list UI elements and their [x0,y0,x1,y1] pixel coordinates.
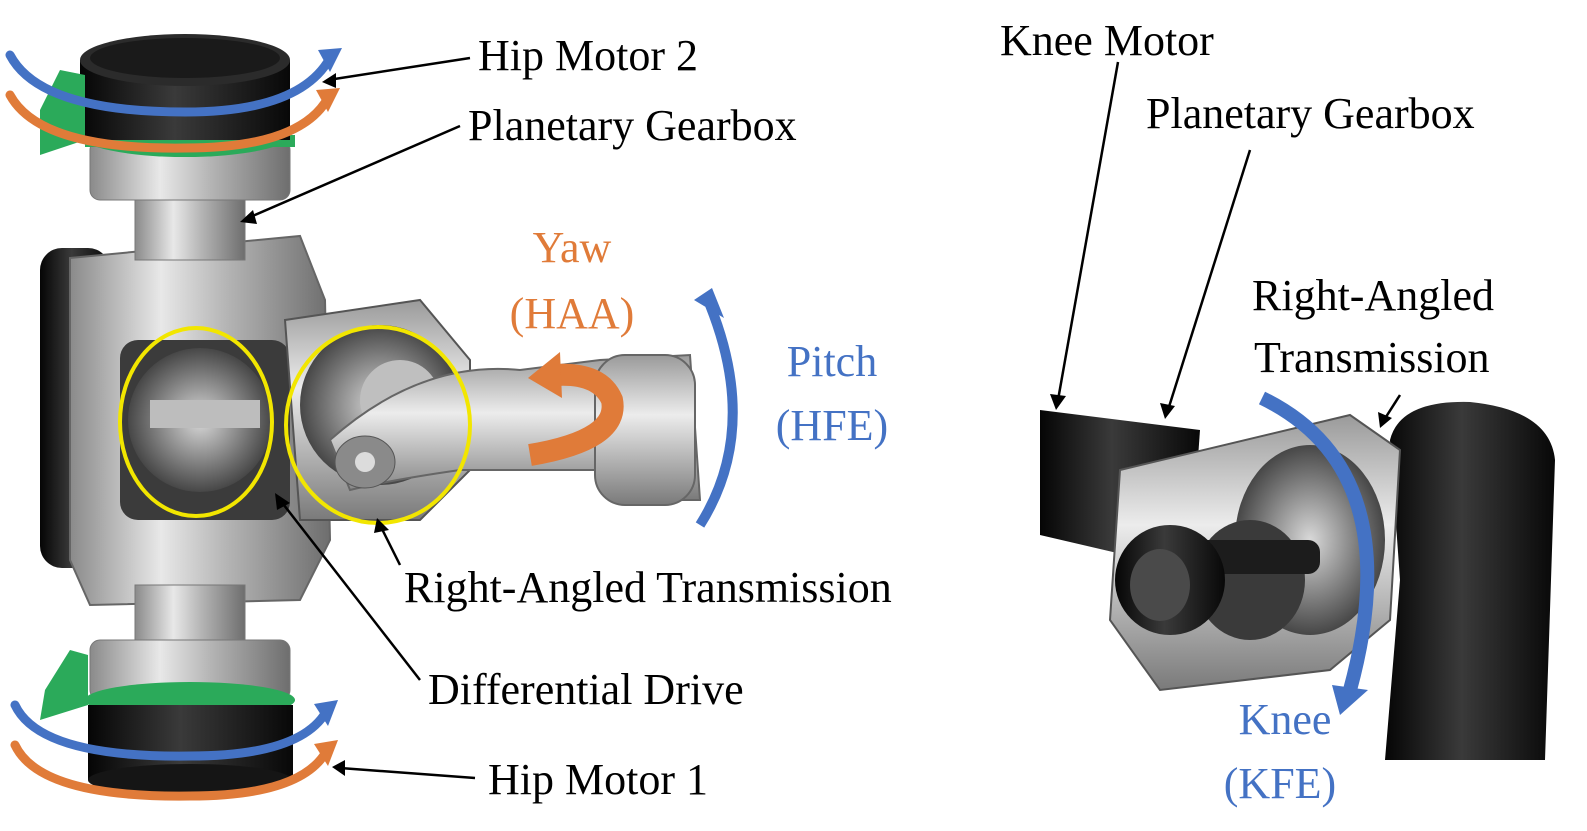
hip-motor-2-leader [327,56,471,82]
knee-rotation-arrow [1258,391,1375,715]
hip-motor-1-rotation-arrows [10,700,338,801]
pitch-label: Pitch [787,337,877,386]
differential-drive-leader [279,499,421,681]
yaw-rotation-arrow [528,352,624,466]
yaw-label: Yaw [533,223,612,272]
knee-right-angled-label-line1: Right-Angled [1252,271,1494,320]
knee-planetary-gearbox-label: Planetary Gearbox [1146,89,1475,138]
haa-label: (HAA) [510,289,635,338]
knee-label: Knee [1239,695,1332,744]
knee-motor-leader [1056,61,1120,401]
kfe-label: (KFE) [1224,759,1336,808]
hip-motor-1-leader [339,766,476,780]
knee-motor-label: Knee Motor [1000,16,1214,65]
right-angled-transmission-label: Right-Angled Transmission [404,563,892,612]
planetary-gearbox-leader [247,124,461,220]
hip-motor-2-rotation-arrows [5,48,342,153]
pitch-rotation-arrow [694,288,738,528]
knee-right-angled-label-line2: Transmission [1254,333,1490,382]
knee-planetary-gearbox-leader [1166,149,1252,411]
hip-motor-2-label: Hip Motor 2 [478,31,698,80]
hip-assembly-render [40,34,702,796]
planetary-gearbox-label: Planetary Gearbox [468,101,797,150]
right-angled-transmission-leader [378,524,402,566]
hfe-label: (HFE) [776,401,888,450]
differential-highlight [118,326,274,518]
differential-drive-label: Differential Drive [428,665,744,714]
hip-motor-1-label: Hip Motor 1 [488,755,708,804]
